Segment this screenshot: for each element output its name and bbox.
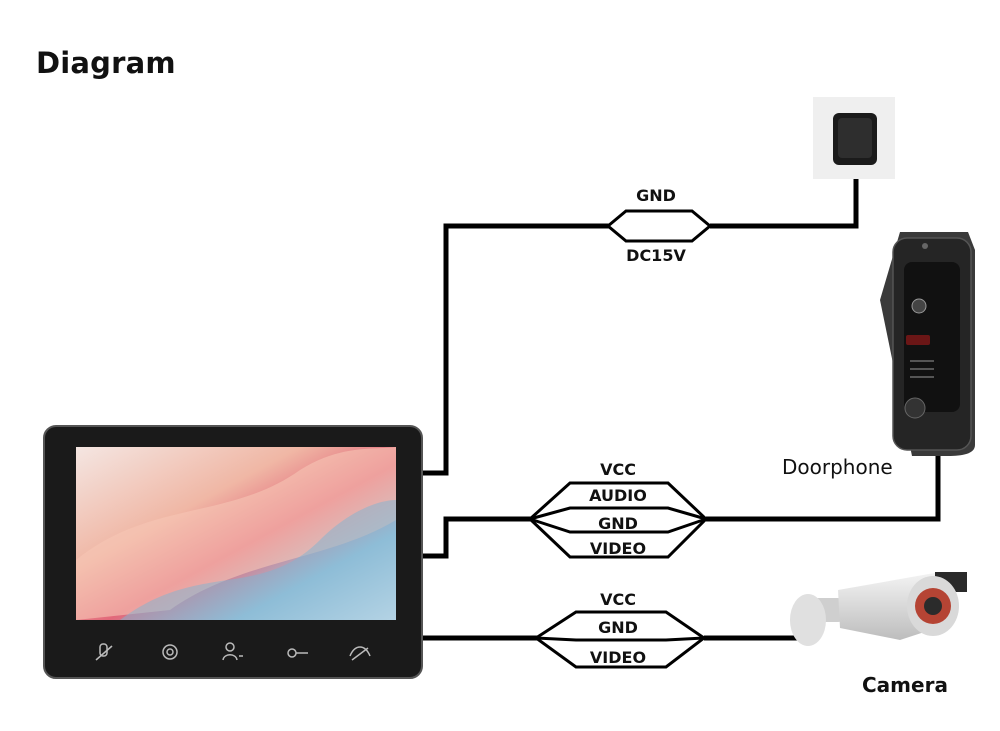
power-dc15v-label: DC15V — [626, 246, 686, 265]
settings-gear-icon — [162, 644, 178, 660]
key-unlock-icon — [287, 648, 308, 658]
doorphone-image — [880, 232, 975, 456]
phone-hangup-icon — [349, 646, 371, 661]
camera-video-label: VIDEO — [589, 648, 647, 667]
doorphone-vcc-label: VCC — [600, 460, 636, 479]
doorphone-audio-label: AUDIO — [589, 486, 647, 505]
camera-gnd-label: GND — [598, 618, 638, 637]
camera-vcc-label: VCC — [600, 590, 636, 609]
doorphone-wire — [422, 455, 941, 559]
doorphone-video-label: VIDEO — [589, 539, 647, 558]
camera-image — [790, 572, 967, 646]
monitor-image — [43, 425, 423, 679]
power-wire — [422, 172, 859, 476]
power-adapter-image — [813, 97, 895, 179]
camera-wire — [422, 610, 800, 669]
mic-mute-icon — [95, 643, 113, 661]
power-gnd-label: GND — [636, 186, 676, 205]
doorphone-label: Doorphone — [782, 455, 893, 479]
camera-label: Camera — [862, 673, 948, 697]
doorphone-gnd-label: GND — [598, 514, 638, 533]
page-title: Diagram — [36, 46, 176, 80]
user-add-icon — [222, 642, 243, 661]
